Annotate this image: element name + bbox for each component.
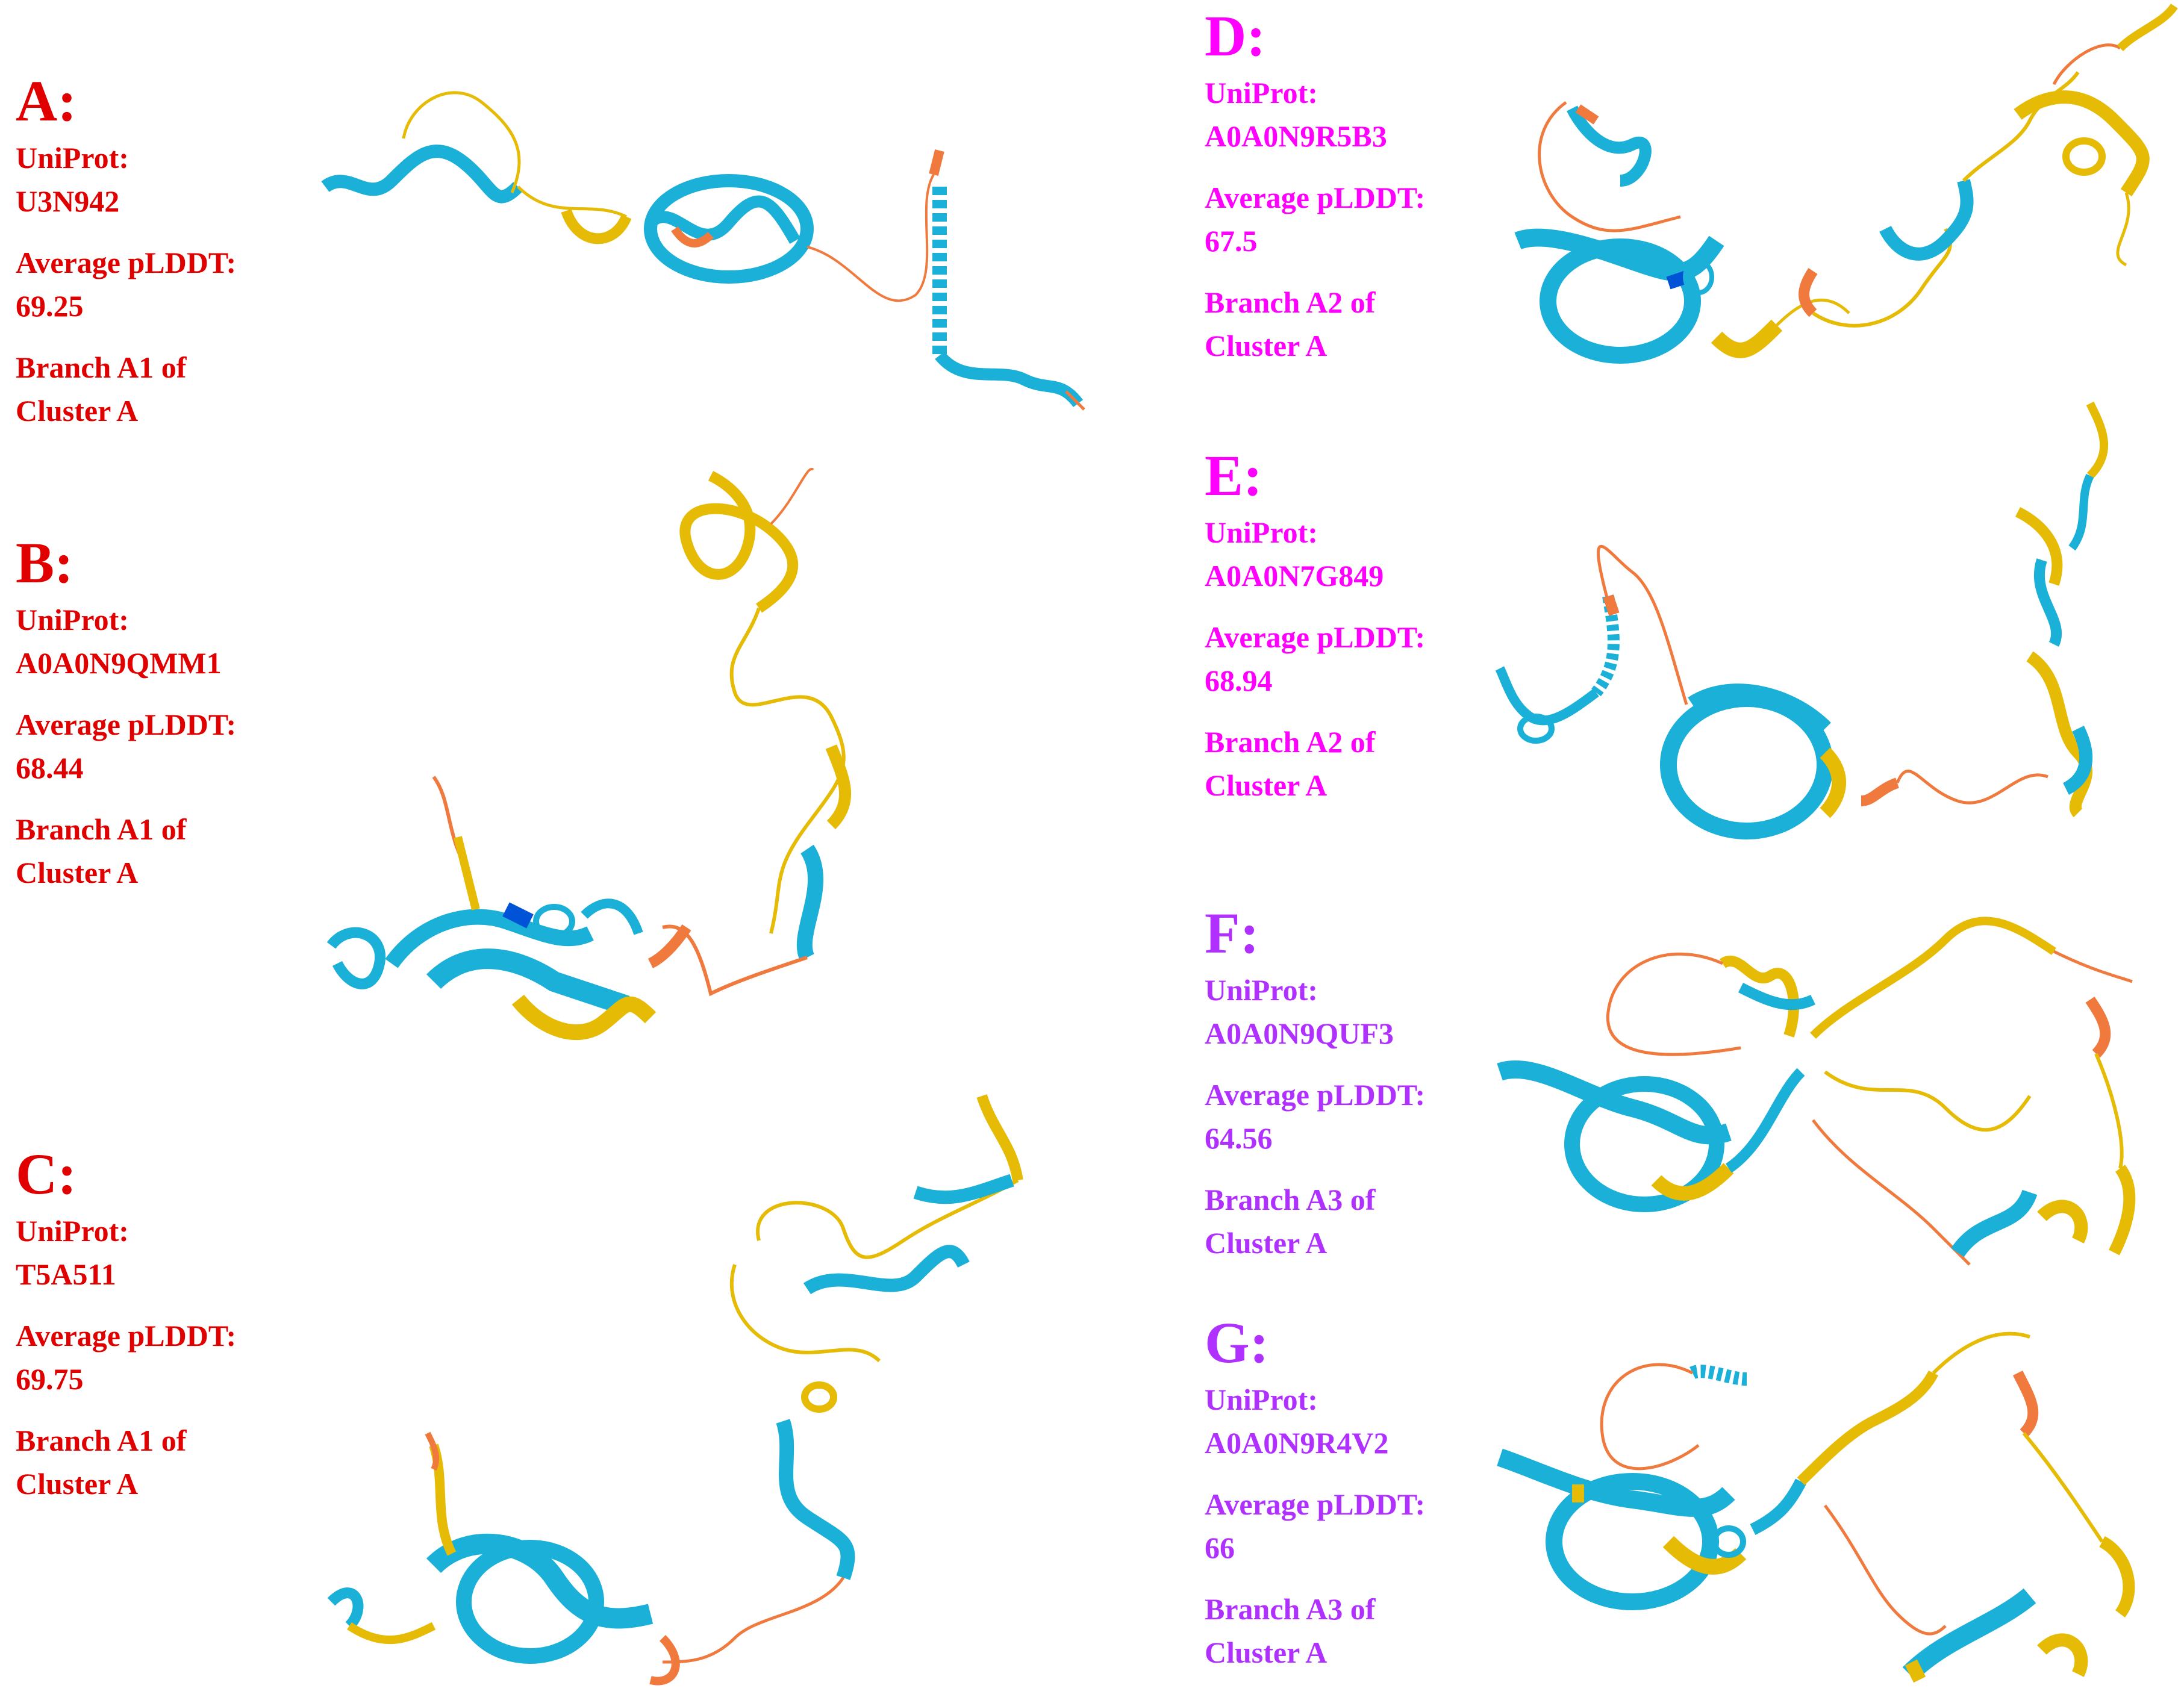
plddt-value: 69.25	[16, 289, 84, 323]
panel-letter: G:	[1205, 1310, 1269, 1375]
protein-structure-f	[1488, 915, 2180, 1301]
uniprot-label: UniProt:	[16, 1214, 129, 1248]
uniprot-id: U3N942	[16, 184, 120, 218]
uniprot-id: A0A0N9R5B3	[1205, 119, 1387, 153]
branch-line-2: Cluster A	[1205, 329, 1328, 363]
protein-structure-g	[1488, 1313, 2180, 1704]
branch-line-2: Cluster A	[16, 1467, 139, 1501]
uniprot-label: UniProt:	[16, 141, 129, 175]
branch-line-1: Branch A2 of	[1205, 285, 1376, 319]
protein-structure-b	[313, 464, 976, 1060]
panel-letter: F:	[1205, 901, 1259, 965]
plddt-label: Average pLDDT:	[1205, 181, 1426, 214]
branch-line-1: Branch A3 of	[1205, 1592, 1376, 1626]
uniprot-label: UniProt:	[1205, 1383, 1318, 1416]
panel-letter: C:	[16, 1142, 77, 1206]
plddt-value: 68.94	[1205, 664, 1273, 697]
branch-line-2: Cluster A	[1205, 1226, 1328, 1260]
plddt-value: 68.44	[16, 751, 84, 785]
panel-g-label: G: UniProt: A0A0N9R4V2 Average pLDDT: 66…	[1205, 1313, 1425, 1674]
panel-f-label: F: UniProt: A0A0N9QUF3 Average pLDDT: 64…	[1205, 903, 1425, 1265]
uniprot-label: UniProt:	[16, 603, 129, 637]
branch-line-2: Cluster A	[16, 856, 139, 889]
uniprot-id: A0A0N7G849	[1205, 559, 1384, 593]
panel-c-label: C: UniProt: T5A511 Average pLDDT: 69.75 …	[16, 1144, 236, 1505]
branch-line-1: Branch A3 of	[1205, 1183, 1376, 1216]
panel-b-label: B: UniProt: A0A0N9QMM1 Average pLDDT: 68…	[16, 533, 236, 894]
panel-letter: D:	[1205, 4, 1266, 68]
branch-line-1: Branch A1 of	[16, 1424, 187, 1457]
protein-structure-e	[1488, 391, 2180, 873]
plddt-label: Average pLDDT:	[16, 708, 237, 741]
branch-line-1: Branch A2 of	[1205, 725, 1376, 759]
protein-structure-a	[313, 66, 1096, 416]
panel-letter: B:	[16, 531, 73, 595]
plddt-value: 67.5	[1205, 224, 1258, 258]
uniprot-id: T5A511	[16, 1257, 116, 1291]
uniprot-id: A0A0N9QUF3	[1205, 1016, 1394, 1050]
panel-d-label: D: UniProt: A0A0N9R5B3 Average pLDDT: 67…	[1205, 6, 1425, 367]
protein-structure-d	[1488, 0, 2180, 391]
plddt-label: Average pLDDT:	[1205, 1487, 1426, 1521]
uniprot-id: A0A0N9R4V2	[1205, 1426, 1389, 1460]
branch-line-1: Branch A1 of	[16, 812, 187, 846]
uniprot-label: UniProt:	[1205, 515, 1318, 549]
plddt-label: Average pLDDT:	[16, 246, 237, 279]
branch-line-1: Branch A1 of	[16, 350, 187, 384]
branch-line-2: Cluster A	[1205, 1636, 1328, 1669]
uniprot-id: A0A0N9QMM1	[16, 646, 222, 680]
branch-line-2: Cluster A	[1205, 768, 1328, 802]
panel-letter: E:	[1205, 443, 1262, 508]
plddt-label: Average pLDDT:	[1205, 1078, 1426, 1112]
panel-letter: A:	[16, 69, 77, 133]
plddt-label: Average pLDDT:	[1205, 620, 1426, 654]
protein-structure-c	[313, 1084, 1054, 1698]
panel-a-label: A: UniProt: U3N942 Average pLDDT: 69.25 …	[16, 71, 236, 432]
plddt-label: Average pLDDT:	[16, 1319, 237, 1353]
uniprot-label: UniProt:	[1205, 973, 1318, 1007]
uniprot-label: UniProt:	[1205, 76, 1318, 110]
plddt-value: 64.56	[1205, 1121, 1273, 1155]
panel-e-label: E: UniProt: A0A0N7G849 Average pLDDT: 68…	[1205, 446, 1425, 807]
plddt-value: 66	[1205, 1531, 1235, 1564]
branch-line-2: Cluster A	[16, 394, 139, 428]
plddt-value: 69.75	[16, 1362, 84, 1396]
